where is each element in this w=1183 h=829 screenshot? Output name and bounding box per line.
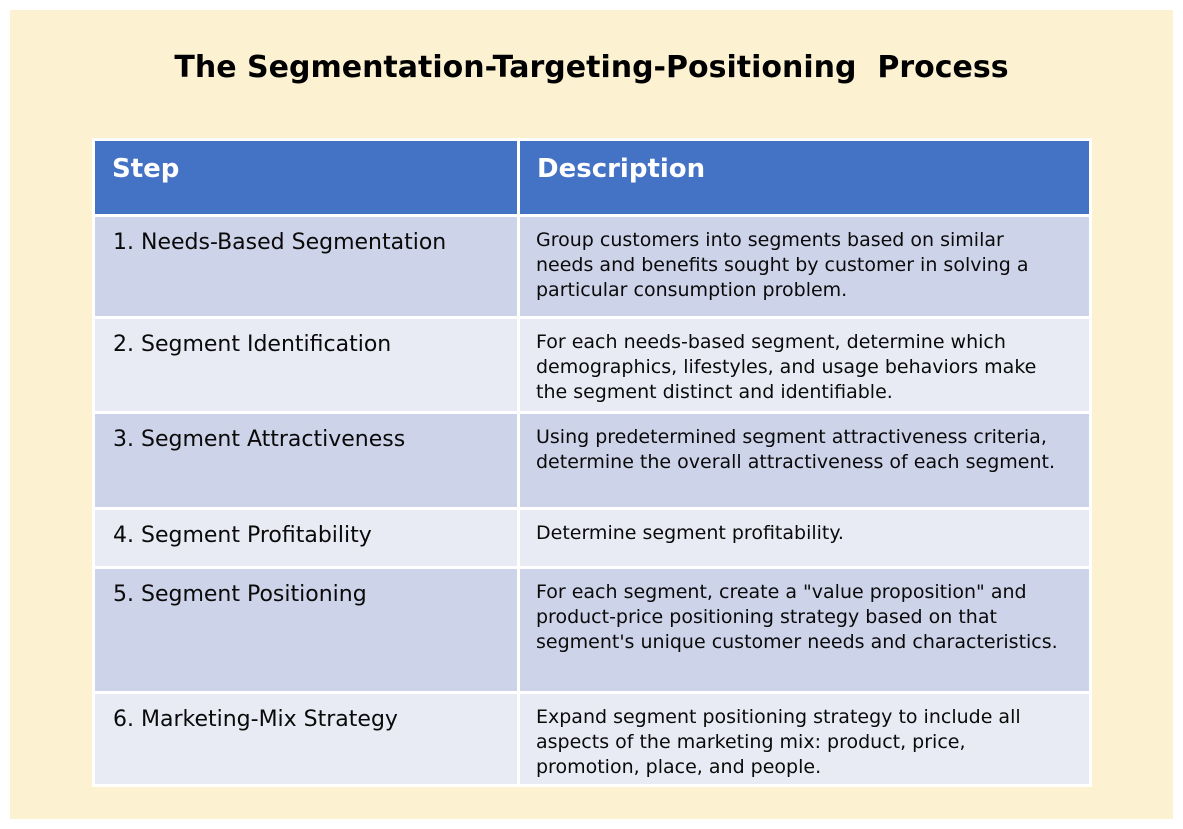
step-cell: 5. Segment Positioning [95, 569, 517, 691]
slide-background: The Segmentation-Targeting-Positioning P… [10, 10, 1173, 819]
description-cell: Group customers into segments based on s… [520, 217, 1089, 316]
table-row: 6. Marketing-Mix Strategy Expand segment… [95, 694, 1089, 784]
table-row: 3. Segment Attractiveness Using predeter… [95, 414, 1089, 507]
step-cell: 3. Segment Attractiveness [95, 414, 517, 507]
step-cell: 1. Needs-Based Segmentation [95, 217, 517, 316]
column-header-step: Step [95, 141, 517, 214]
step-cell: 6. Marketing-Mix Strategy [95, 694, 517, 784]
table-row: 5. Segment Positioning For each segment,… [95, 569, 1089, 691]
description-cell: For each segment, create a "value propos… [520, 569, 1089, 691]
stp-process-table: Step Description 1. Needs-Based Segmenta… [92, 138, 1092, 787]
description-cell: For each needs-based segment, determine … [520, 319, 1089, 411]
description-cell: Expand segment positioning strategy to i… [520, 694, 1089, 784]
column-header-description: Description [520, 141, 1089, 214]
page-title: The Segmentation-Targeting-Positioning P… [174, 50, 1009, 85]
description-cell: Determine segment profitability. [520, 510, 1089, 566]
description-cell: Using predetermined segment attractivene… [520, 414, 1089, 507]
table-row: 1. Needs-Based Segmentation Group custom… [95, 217, 1089, 316]
step-cell: 2. Segment Identification [95, 319, 517, 411]
table-header-row: Step Description [95, 141, 1089, 214]
table-row: 2. Segment Identification For each needs… [95, 319, 1089, 411]
table-row: 4. Segment Profitability Determine segme… [95, 510, 1089, 566]
step-cell: 4. Segment Profitability [95, 510, 517, 566]
